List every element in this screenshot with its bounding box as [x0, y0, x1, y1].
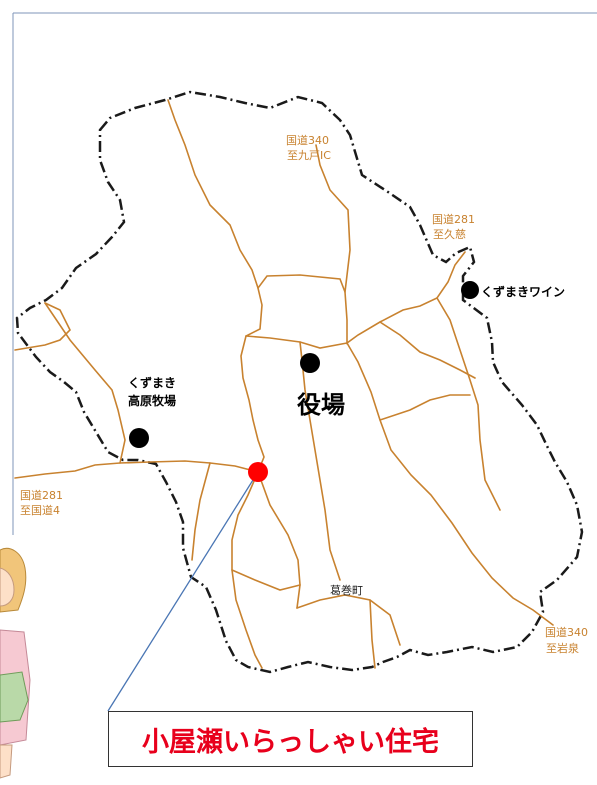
town-label: 葛巻町: [330, 584, 363, 597]
callout-leader-line: [107, 471, 259, 712]
wine-label: くずまきワイン: [481, 284, 565, 299]
ranch-marker: [129, 428, 149, 448]
road-label-r281-west-1: 国道281: [20, 488, 63, 502]
target-location-marker: [248, 462, 268, 482]
location-callout-box: 小屋瀬いらっしゃい住宅: [108, 711, 473, 767]
road-label-r340-north-2: 至九戸IC: [287, 149, 331, 162]
callout-label: 小屋瀬いらっしゃい住宅: [142, 726, 439, 758]
road-label-r281-west-2: 至国道4: [20, 503, 60, 517]
office-label: 役場: [297, 391, 345, 419]
road-network: [14, 99, 554, 669]
road-label-r340-south-1: 国道340: [545, 625, 588, 639]
road-label-r340-north-1: 国道340: [286, 133, 329, 147]
ranch-label-line2: 高原牧場: [128, 393, 176, 408]
road-label-r340-south-2: 至岩泉: [546, 641, 579, 655]
girl-illustration: [0, 547, 31, 779]
road-label-r281-north-2: 至久慈: [433, 227, 466, 241]
wine-marker: [461, 281, 479, 299]
town-boundary: [15, 90, 584, 674]
ranch-label-line1: くずまき: [128, 375, 176, 390]
office-marker: [300, 353, 320, 373]
road-label-r281-north-1: 国道281: [432, 212, 475, 226]
